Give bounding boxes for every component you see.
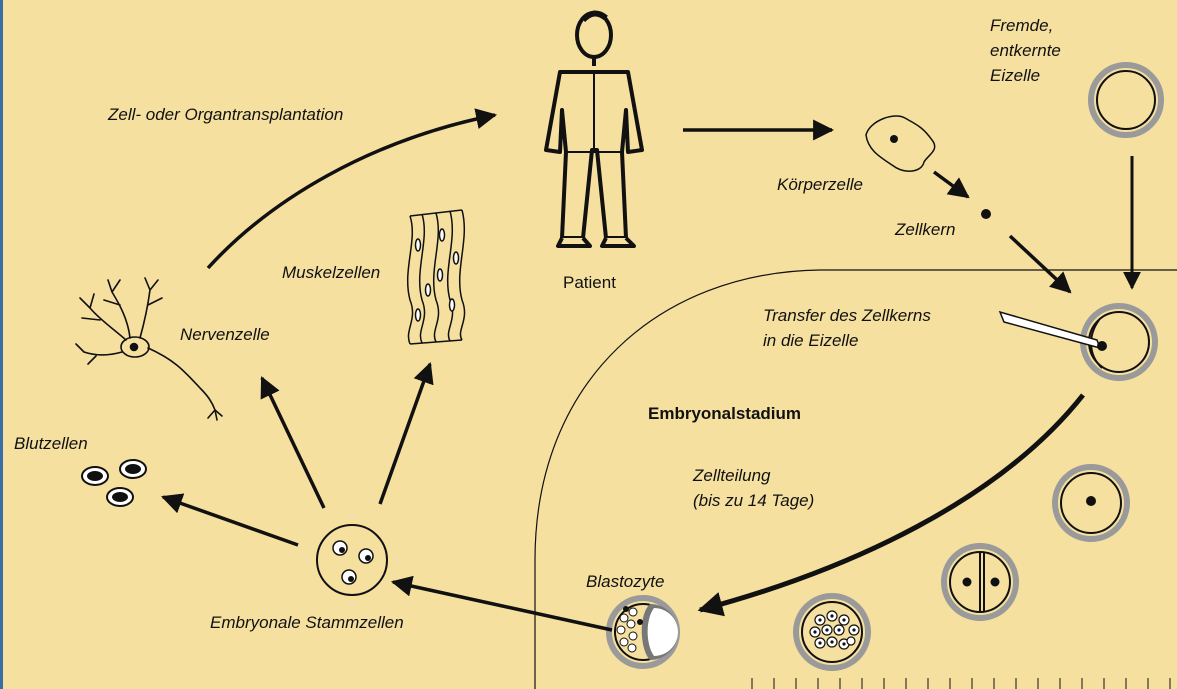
- transferred-nucleus: [1097, 341, 1107, 351]
- nucleus-label: Zellkern: [895, 219, 955, 240]
- patient-label: Patient: [563, 272, 616, 293]
- nerve-cell-label: Nervenzelle: [180, 324, 270, 345]
- nerve-cell: [76, 278, 222, 420]
- body-cell-label: Körperzelle: [777, 174, 863, 195]
- patient-figure: [546, 13, 642, 246]
- division-label-line2: (bis zu 14 Tage): [693, 490, 814, 511]
- bodycell-to-nucleus-arrow: [934, 172, 968, 197]
- zygote: [1055, 467, 1127, 539]
- nucleus-to-egg-arrow: [1010, 236, 1070, 292]
- blastocyst-label: Blastozyte: [586, 571, 664, 592]
- stemcells-to-muscle-arrow: [380, 364, 430, 504]
- foreign-egg-label-line3: Eizelle: [990, 65, 1040, 86]
- blastocyst-to-stemcells-arrow: [393, 582, 612, 630]
- timeline-ticks: [750, 678, 1177, 689]
- stemcells-to-blood-arrow: [163, 497, 298, 545]
- foreign-egg-label-line1: Fremde,: [990, 15, 1053, 36]
- muscle-cells: [408, 210, 465, 344]
- foreign-egg-cell: [1091, 65, 1161, 135]
- body-cell: [866, 116, 935, 171]
- blood-cells-label: Blutzellen: [14, 433, 88, 454]
- stem-cells-label: Embryonale Stammzellen: [210, 612, 404, 633]
- transfer-label-line1: Transfer des Zellkerns: [763, 305, 931, 326]
- blastocyst: [609, 598, 678, 666]
- isolated-nucleus: [981, 209, 991, 219]
- morula: [796, 596, 868, 668]
- stemcells-to-nerve-arrow: [262, 378, 324, 508]
- transfer-label-line2: in die Eizelle: [763, 330, 858, 351]
- transplant-label: Zell- oder Organtransplantation: [108, 104, 343, 125]
- muscle-cells-label: Muskelzellen: [282, 262, 380, 283]
- two-cell-stage: [944, 546, 1016, 618]
- body-cell-nucleus: [890, 135, 898, 143]
- foreign-egg-label-line2: entkernte: [990, 40, 1061, 61]
- blood-cells: [82, 460, 146, 506]
- embryonic-stage-label: Embryonalstadium: [648, 403, 801, 424]
- stem-cells: [317, 525, 387, 595]
- division-label-line1: Zellteilung: [693, 465, 771, 486]
